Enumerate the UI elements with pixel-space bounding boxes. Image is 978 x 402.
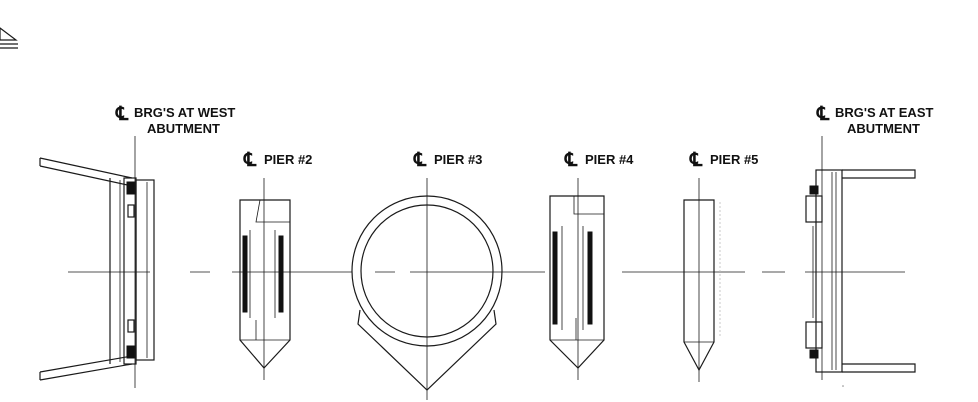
label-pier4: PIER #4 — [585, 152, 634, 167]
scan-speck — [842, 385, 844, 387]
label-east-abutment-line2: ABUTMENT — [847, 121, 920, 136]
label-pier2: PIER #2 — [264, 152, 312, 167]
cl-symbol-west: ℄ — [115, 103, 129, 125]
north-arrow-icon — [0, 27, 18, 49]
label-west-abutment-line1: BRG'S AT WEST — [134, 105, 235, 120]
west-abutment — [39, 136, 155, 388]
label-pier3: PIER #3 — [434, 152, 482, 167]
pier-2 — [239, 178, 291, 380]
cl-symbol-pier5: ℄ — [689, 149, 703, 171]
cl-symbol-east: ℄ — [816, 103, 830, 125]
pier-5 — [683, 178, 721, 382]
cl-symbol-pier3: ℄ — [413, 149, 427, 171]
cl-symbol-pier4: ℄ — [564, 149, 578, 171]
label-west-abutment-line2: ABUTMENT — [147, 121, 220, 136]
pier-3 — [351, 178, 503, 400]
label-pier5: PIER #5 — [710, 152, 758, 167]
pier-4 — [549, 178, 605, 380]
label-east-abutment-line1: BRG'S AT EAST — [835, 105, 933, 120]
east-abutment — [805, 136, 916, 380]
cl-symbol-pier2: ℄ — [243, 149, 257, 171]
